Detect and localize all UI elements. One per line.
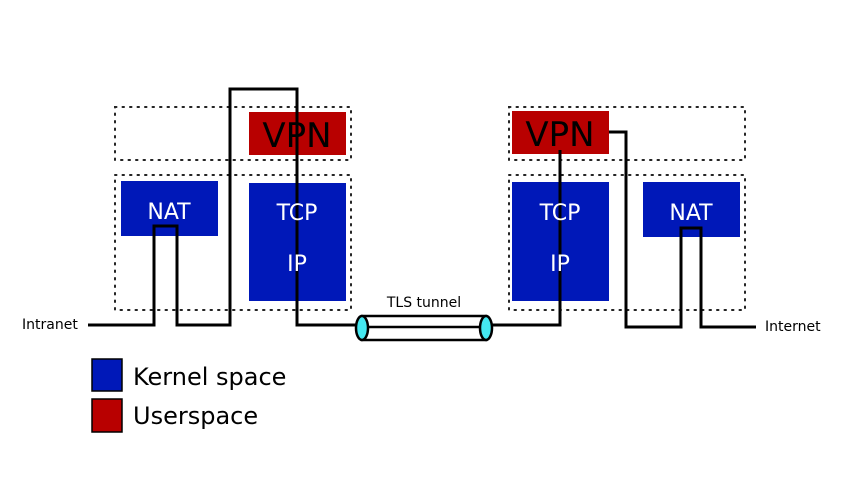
right-tcp-label: TCP	[539, 201, 581, 226]
right-ip-label: IP	[550, 252, 570, 277]
legend: Kernel space Userspace	[91, 358, 286, 433]
tunnel-right-end	[478, 314, 494, 342]
tunnel-label: TLS tunnel	[386, 295, 461, 311]
right-vpn-box	[512, 111, 609, 154]
left-ip-label: IP	[287, 252, 307, 277]
right-nat-label: NAT	[669, 201, 713, 226]
right-wire-out	[609, 130, 756, 329]
right-vpn-label: VPN	[525, 115, 594, 155]
intranet-label: Intranet	[22, 317, 78, 333]
left-vpn-label: VPN	[262, 116, 331, 156]
left-tcp-label: TCP	[276, 201, 318, 226]
left-userspace-region	[114, 106, 352, 161]
legend-kernel-swatch	[91, 358, 123, 392]
right-wire-in	[490, 150, 562, 327]
legend-kernel-label: Kernel space	[133, 363, 286, 391]
left-wire	[88, 87, 358, 327]
tls-tunnel	[354, 314, 494, 342]
internet-label: Internet	[765, 319, 821, 335]
left-nat-label: NAT	[147, 200, 191, 225]
tunnel-left-end	[354, 314, 370, 342]
left-kernel-region	[114, 174, 352, 311]
legend-userspace-label: Userspace	[133, 402, 258, 430]
legend-userspace-swatch	[91, 398, 123, 433]
